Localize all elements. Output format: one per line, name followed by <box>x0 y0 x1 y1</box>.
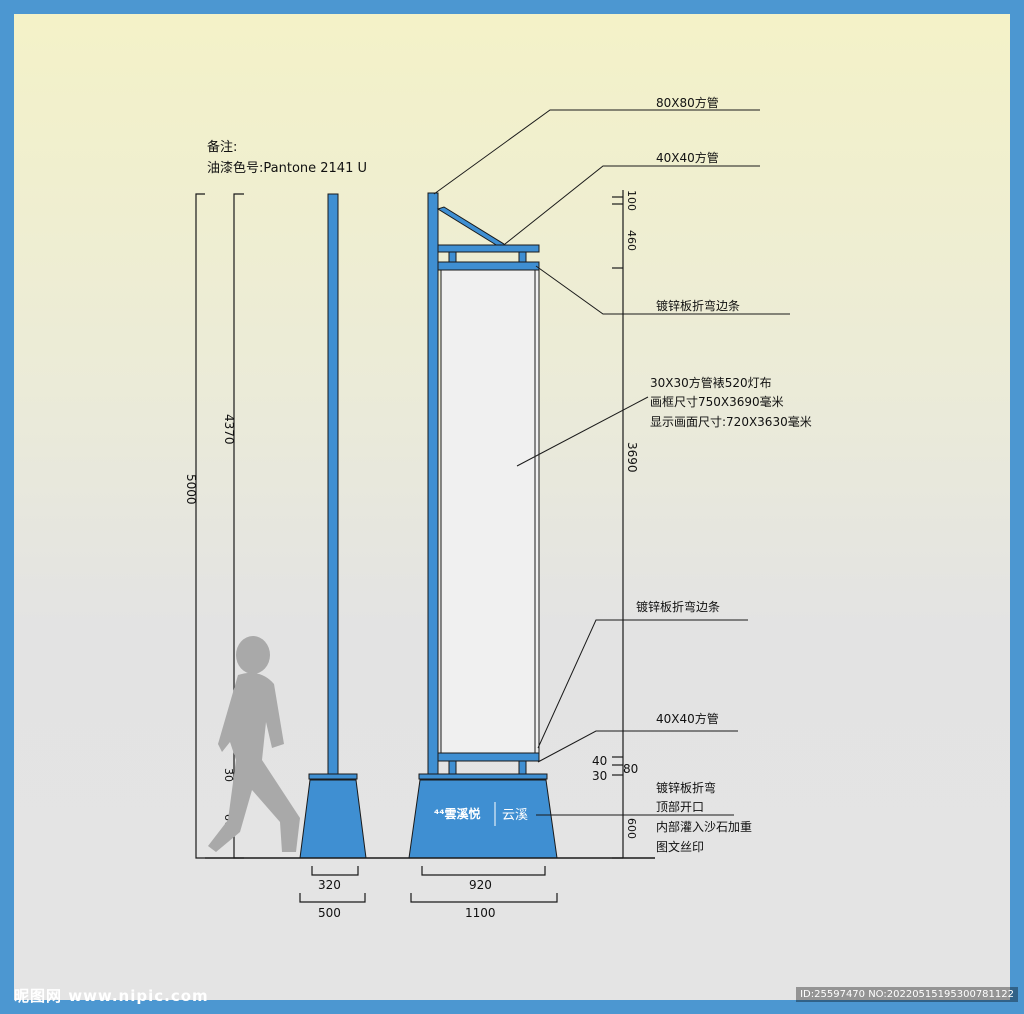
dim-5000: 5000 <box>184 474 198 505</box>
person-silhouette <box>208 636 300 852</box>
label-base-line2: 顶部开口 <box>656 799 704 814</box>
frame-top-edge <box>437 261 540 271</box>
dim-40: 40 <box>592 754 607 768</box>
label-frame-size: 画框尺寸750X3690毫米 <box>650 394 784 409</box>
front-base-plate <box>418 773 548 780</box>
dim-600-right: 600 <box>625 818 638 839</box>
base-logo-sub: 云溪 <box>502 808 528 823</box>
label-base-line3: 内部灌入沙石加重 <box>656 819 752 834</box>
front-base-block <box>408 779 558 859</box>
side-pole <box>327 193 339 775</box>
right-dimension-lines <box>612 190 624 859</box>
dim-3690: 3690 <box>625 442 639 473</box>
dim-920: 920 <box>469 878 492 892</box>
side-base-plate <box>308 773 358 780</box>
dim-460: 460 <box>625 230 638 251</box>
label-display-size: 显示画面尺寸:720X3630毫米 <box>650 414 812 429</box>
dim-1100: 1100 <box>465 906 496 920</box>
base-brand-logo: ⁴⁴雲溪悦 <box>434 806 481 821</box>
label-galv-edge-top: 镀锌板折弯边条 <box>656 298 740 313</box>
dim-80: 80 <box>623 762 638 776</box>
watermark-site: 昵图网 www.nipic.com <box>14 987 209 1005</box>
bottom-dimension-lines <box>299 866 558 903</box>
dim-30-right: 30 <box>592 769 607 783</box>
bottom-post-right <box>518 760 527 775</box>
paint-color-note: 油漆色号:Pantone 2141 U <box>207 160 367 176</box>
callout-leaders <box>433 109 790 816</box>
label-frame-spec: 30X30方管裱520灯布 <box>650 375 772 390</box>
label-base-line1: 镀锌板折弯 <box>656 780 716 795</box>
label-galv-edge-bottom: 镀锌板折弯边条 <box>636 599 720 614</box>
label-40-tube-top: 40X40方管 <box>656 150 719 165</box>
side-base-block <box>299 779 367 859</box>
top-post-left <box>448 251 457 263</box>
dim-500: 500 <box>318 906 341 920</box>
notes-title: 备注: <box>207 139 237 155</box>
label-80-tube: 80X80方管 <box>656 95 719 110</box>
watermark-id: ID:25597470 NO:20220515195300781122 <box>796 987 1018 1002</box>
dim-320: 320 <box>318 878 341 892</box>
diagonal-brace <box>436 206 514 252</box>
main-pole-80 <box>427 192 439 775</box>
bottom-post-left <box>448 760 457 775</box>
dim-30-left: 30 <box>222 768 235 782</box>
dim-100: 100 <box>625 190 638 211</box>
label-40-tube-bottom: 40X40方管 <box>656 711 719 726</box>
top-tube-40 <box>437 244 540 253</box>
top-post-right <box>518 251 527 263</box>
dim-4370: 4370 <box>222 414 236 445</box>
label-base-line4: 图文丝印 <box>656 839 704 854</box>
light-box-frame <box>440 269 540 754</box>
frame-bottom-edge <box>437 752 540 762</box>
